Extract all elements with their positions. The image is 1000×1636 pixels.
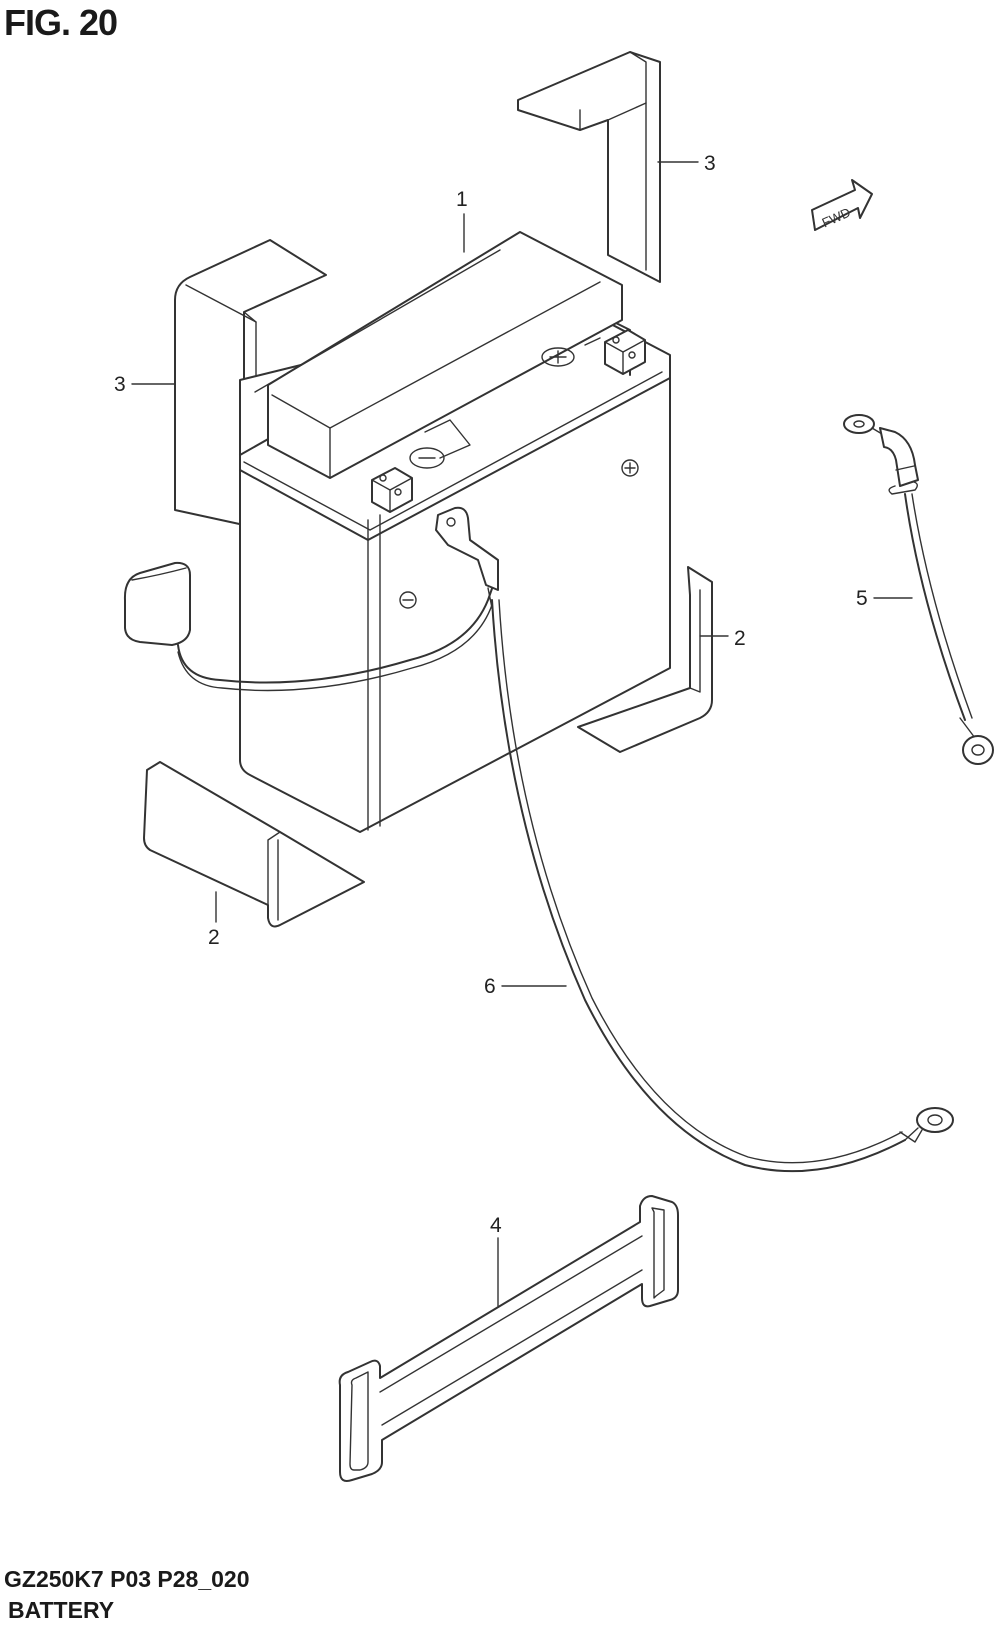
model-code: GZ250K7 P03 P28_020 [4, 1566, 250, 1592]
battery[interactable] [239, 231, 671, 833]
callout-3-left: 3 [114, 373, 126, 396]
callout-2-left: 2 [208, 926, 220, 949]
callout-3-right: 3 [704, 152, 716, 175]
terminal-cap[interactable] [123, 561, 496, 692]
fwd-arrow-icon: FWD [811, 179, 873, 231]
figure-title: FIG. 20 [4, 2, 118, 43]
callout-4: 4 [490, 1214, 502, 1237]
leader-lines [131, 161, 913, 1307]
negative-lead[interactable] [843, 414, 994, 765]
positive-lead[interactable] [435, 506, 954, 1173]
callout-2-right: 2 [734, 627, 746, 650]
callout-6: 6 [484, 975, 496, 998]
callout-labels: 1 2 2 3 3 4 5 6 [114, 152, 868, 1237]
battery-band[interactable] [338, 1195, 679, 1482]
section-name: BATTERY [8, 1597, 115, 1623]
bottom-cushion-right[interactable] [577, 566, 713, 753]
callout-1: 1 [456, 188, 468, 211]
side-cushion-right[interactable] [517, 51, 661, 283]
callout-5: 5 [856, 587, 868, 610]
bottom-cushion-left[interactable] [143, 761, 365, 928]
